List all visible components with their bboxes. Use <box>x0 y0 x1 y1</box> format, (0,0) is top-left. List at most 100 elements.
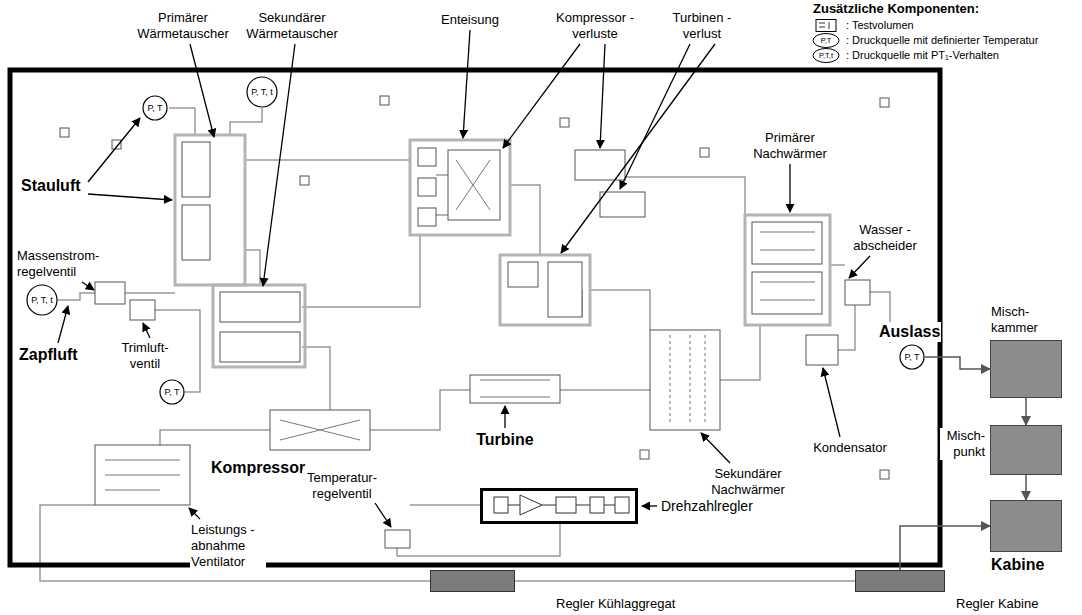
simulink-block <box>130 300 155 320</box>
signal-wire <box>230 108 262 135</box>
simulink-block <box>845 280 870 305</box>
simulink-block <box>220 292 300 322</box>
simulink-block <box>60 96 889 548</box>
pressure-source-outline <box>143 96 167 120</box>
callout-label: Sekundärer Wärmetauscher <box>241 10 343 42</box>
subsystem-outline <box>175 135 830 367</box>
callout-label: Turbinen - verlust <box>668 10 736 42</box>
simulink-block <box>300 176 309 185</box>
callout-label: Temperatur- regelventil <box>302 470 382 502</box>
leader-line <box>620 44 690 189</box>
callout-label: Wasser - abscheider <box>849 222 921 254</box>
signal-wire <box>302 235 420 307</box>
simulink-block <box>880 98 889 107</box>
signal-wire <box>515 580 855 582</box>
leader-line <box>701 433 730 463</box>
leader-line <box>190 44 214 137</box>
pressure-source-outline <box>247 77 277 107</box>
simulink-block <box>418 208 436 226</box>
signal-wire <box>590 290 650 330</box>
connector <box>925 357 990 369</box>
callout-label: Kompressor - verluste <box>550 10 640 42</box>
signal-wire <box>410 504 480 506</box>
leader-line <box>143 323 150 338</box>
signal-wire <box>125 292 175 294</box>
signal-wire <box>510 185 540 255</box>
leader-line <box>823 368 840 437</box>
simulink-block <box>548 262 582 317</box>
pressure-source-outline <box>160 380 184 404</box>
test-volume-icon <box>816 20 836 32</box>
callout-label: Trimluft- ventil <box>116 340 174 372</box>
pack-controller: Regler Kühlaggregat <box>430 570 515 592</box>
node-text: P, T <box>164 387 179 398</box>
port-label: Stauluft <box>20 176 82 196</box>
controller-detail <box>494 495 629 515</box>
block-detail <box>105 160 815 490</box>
legend-text: : Druckquelle mit PT₁-Verhalten <box>846 48 999 63</box>
pressure-source-icon <box>813 34 839 48</box>
leader-line <box>642 505 657 506</box>
callout-label: Primärer Wärmetauscher <box>132 10 234 42</box>
signal-wire <box>838 305 855 350</box>
speed-controller: Drehzahlregler <box>480 488 638 524</box>
simulink-block <box>640 450 649 459</box>
test-volume-icon <box>819 22 829 29</box>
pressure-source-outline <box>27 285 57 315</box>
simulink-block <box>700 148 709 157</box>
system-boundary <box>10 70 940 565</box>
simulink-block <box>60 128 69 137</box>
block-detail <box>456 160 490 210</box>
pressure-source: P, T, t <box>26 284 58 316</box>
block-heading: Regler Kabine <box>955 596 1039 612</box>
node-text: P, T, t <box>251 87 273 98</box>
leader-line <box>463 30 470 138</box>
pressure-source-icon <box>813 49 839 63</box>
simulink-block <box>650 330 720 430</box>
block-heading: Misch- punkt <box>940 428 986 460</box>
simulink-block <box>806 335 838 365</box>
block-detail <box>280 420 360 440</box>
symbol-text: P,T <box>821 36 832 45</box>
simulink-block <box>182 205 210 260</box>
node-text: P, T, t <box>31 295 53 306</box>
simulink-block <box>600 192 645 217</box>
simulink-block <box>385 530 410 548</box>
connector <box>1025 398 1027 425</box>
legend-text: : Druckquelle mit definierter Temperatur <box>846 33 1038 48</box>
mixing-chamber: Misch- kammer <box>990 340 1062 398</box>
simulink-block <box>508 262 538 287</box>
signal-wire <box>245 159 410 161</box>
simulink-block <box>752 272 822 314</box>
block-heading: Regler Kühlaggregat <box>555 596 676 612</box>
simulink-block <box>880 470 889 479</box>
simulink-block <box>380 96 389 105</box>
subsystem-outline <box>500 255 590 325</box>
cabin-controller: Regler Kabine <box>855 570 945 592</box>
leader-line <box>88 194 172 200</box>
signal-wire <box>169 108 195 135</box>
simulink-block <box>182 142 210 197</box>
symbol-text: P,T,t <box>819 51 833 60</box>
leader-line <box>789 164 790 212</box>
callout-label: Enteisung <box>440 12 500 28</box>
signal-wire <box>370 390 470 430</box>
pressure-source: P, T <box>899 344 925 370</box>
callout-label: Primärer Nachwärmer <box>749 130 831 162</box>
leader-line <box>503 44 580 148</box>
component-label: Kompressor <box>210 458 306 478</box>
signal-wire <box>40 108 890 581</box>
port-label: Zapfluft <box>18 345 79 365</box>
controller-detail <box>520 495 542 515</box>
subsystem-outline <box>745 215 830 325</box>
connector <box>900 526 990 570</box>
pressure-source: P, T <box>159 379 185 405</box>
simulink-block <box>220 332 300 362</box>
block-detail <box>670 335 705 425</box>
pressure-source-outline <box>900 345 924 369</box>
callout-label: Massenstrom- regelventil <box>16 248 108 280</box>
block-detail <box>105 460 180 490</box>
legend-text: : Testvolumen <box>846 18 914 33</box>
signal-wire <box>160 430 270 445</box>
